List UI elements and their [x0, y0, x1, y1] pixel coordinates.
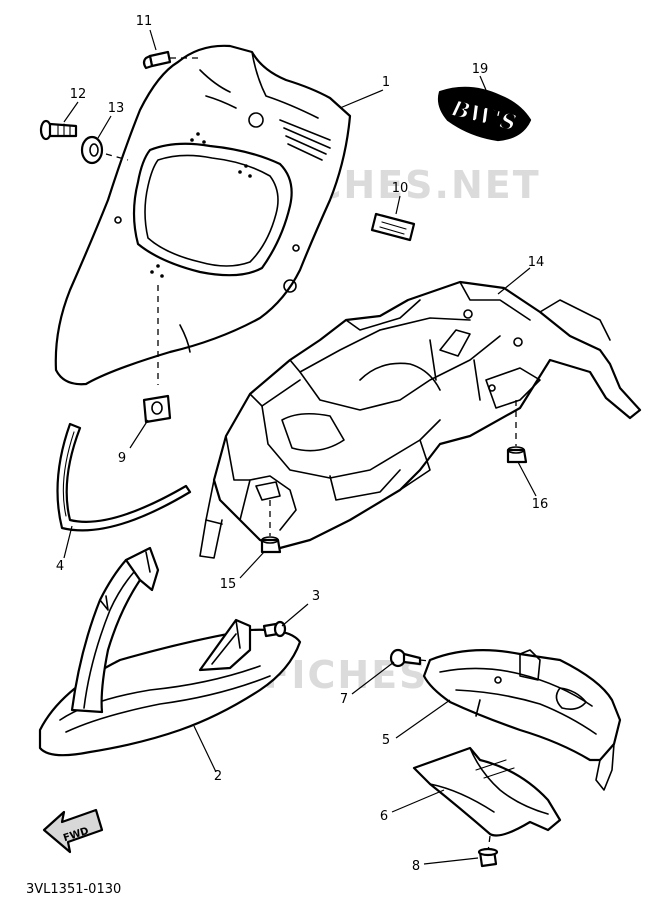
leader-lines [63, 29, 537, 865]
callout-15: 15 [220, 577, 237, 592]
callout-4: 4 [56, 559, 64, 574]
splash-guard-part-6 [412, 746, 562, 853]
callout-13: 13 [108, 101, 125, 116]
callout-19: 19 [472, 62, 489, 77]
forward-arrow-icon: FWD [42, 808, 104, 854]
callout-8: 8 [412, 859, 420, 874]
callout-14: 14 [528, 255, 545, 270]
callout-10: 10 [392, 181, 409, 196]
grommet-part-9 [142, 394, 172, 424]
screw-part-11 [142, 50, 198, 70]
bolt-part-8 [477, 847, 499, 868]
callout-11: 11 [136, 14, 153, 29]
trim-strip-part-4 [56, 422, 192, 532]
callout-3: 3 [312, 589, 320, 604]
front-cover-part-1 [54, 44, 352, 386]
diagram-code: 3VL1351-0130 [26, 882, 121, 897]
callout-16: 16 [532, 497, 549, 512]
callout-7: 7 [340, 692, 348, 707]
lower-cover-part-2 [38, 546, 302, 757]
bolt-part-12 [39, 119, 78, 141]
screw-part-3 [262, 620, 287, 638]
callout-1: 1 [382, 75, 390, 90]
inner-panel-part-14 [199, 280, 642, 559]
bolt-part-7 [389, 648, 441, 668]
callout-6: 6 [380, 809, 388, 824]
callout-labels: 1 2 3 4 5 6 7 8 9 10 11 12 13 14 15 16 1… [56, 14, 548, 874]
callout-2: 2 [214, 769, 222, 784]
grommet-part-13 [80, 135, 129, 165]
nut-part-15 [260, 536, 282, 554]
nut-part-16 [506, 446, 528, 464]
callout-9: 9 [118, 451, 126, 466]
callout-5: 5 [382, 733, 390, 748]
plate-part-10 [370, 212, 416, 242]
callout-12: 12 [70, 87, 87, 102]
decal-part-19: BW'S [437, 86, 532, 142]
fender-part-5 [422, 649, 622, 791]
